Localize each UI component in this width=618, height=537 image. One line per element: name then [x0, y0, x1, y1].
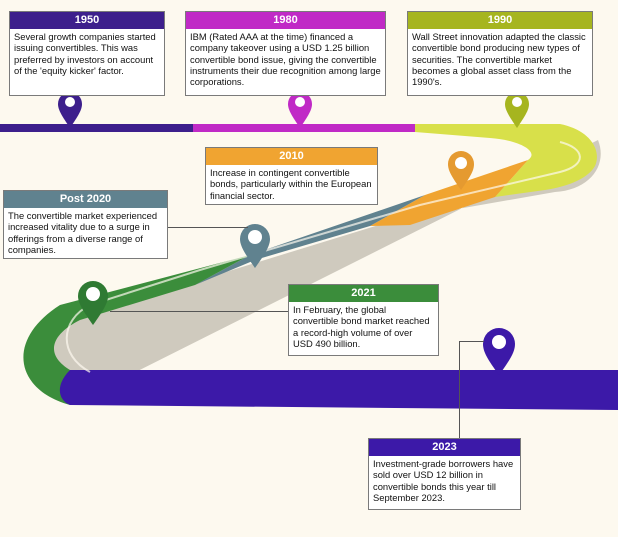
milestone-card-2023: 2023 Investment-grade borrowers have sol…: [368, 438, 521, 510]
milestone-text: Several growth companies started issuing…: [14, 31, 156, 76]
map-pin-icon: [483, 328, 515, 375]
map-pin-icon: [505, 92, 529, 128]
road-segment-1990: [415, 124, 597, 197]
leader-line-2023: [459, 341, 460, 439]
milestone-text: The convertible market experienced incre…: [8, 210, 158, 255]
road-shadow: [46, 140, 601, 405]
milestone-text: Wall Street innovation adapted the class…: [412, 31, 586, 88]
map-pin-icon: [288, 92, 312, 128]
milestone-year: Post 2020: [4, 191, 167, 208]
milestone-text: IBM (Rated AAA at the time) financed a c…: [190, 31, 381, 88]
milestone-text: Investment-grade borrowers have sold ove…: [373, 458, 514, 503]
milestone-card-1980: 1980 IBM (Rated AAA at the time) finance…: [185, 11, 386, 96]
road-segment-2010: [370, 160, 528, 226]
road-segment-2023: [59, 370, 618, 410]
map-pin-icon: [78, 281, 108, 325]
leader-line-2021: [110, 311, 290, 312]
milestone-year: 2010: [206, 148, 377, 165]
milestone-text: In February, the global convertible bond…: [293, 304, 430, 349]
milestone-card-1950: 1950 Several growth companies started is…: [9, 11, 165, 96]
road-segment-1950: [0, 124, 193, 132]
map-pin-icon: [240, 224, 270, 268]
milestone-year: 1950: [10, 12, 164, 29]
milestone-year: 2023: [369, 439, 520, 456]
leader-line-2023-top: [459, 341, 484, 342]
road-segment-post2020: [195, 195, 425, 285]
map-pin-icon: [58, 92, 82, 128]
milestone-card-1990: 1990 Wall Street innovation adapted the …: [407, 11, 593, 96]
map-pin-icon: [448, 151, 474, 190]
milestone-card-2021: 2021 In February, the global convertible…: [288, 284, 439, 356]
milestone-year: 1990: [408, 12, 592, 29]
milestone-year: 1980: [186, 12, 385, 29]
milestone-year: 2021: [289, 285, 438, 302]
milestone-card-2010: 2010 Increase in contingent convertible …: [205, 147, 378, 205]
milestone-card-post2020: Post 2020 The convertible market experie…: [3, 190, 168, 259]
milestone-text: Increase in contingent convertible bonds…: [210, 167, 372, 201]
leader-line-post2020: [168, 227, 248, 228]
road-lane-line: [65, 141, 581, 373]
road-segment-1980: [193, 124, 415, 132]
